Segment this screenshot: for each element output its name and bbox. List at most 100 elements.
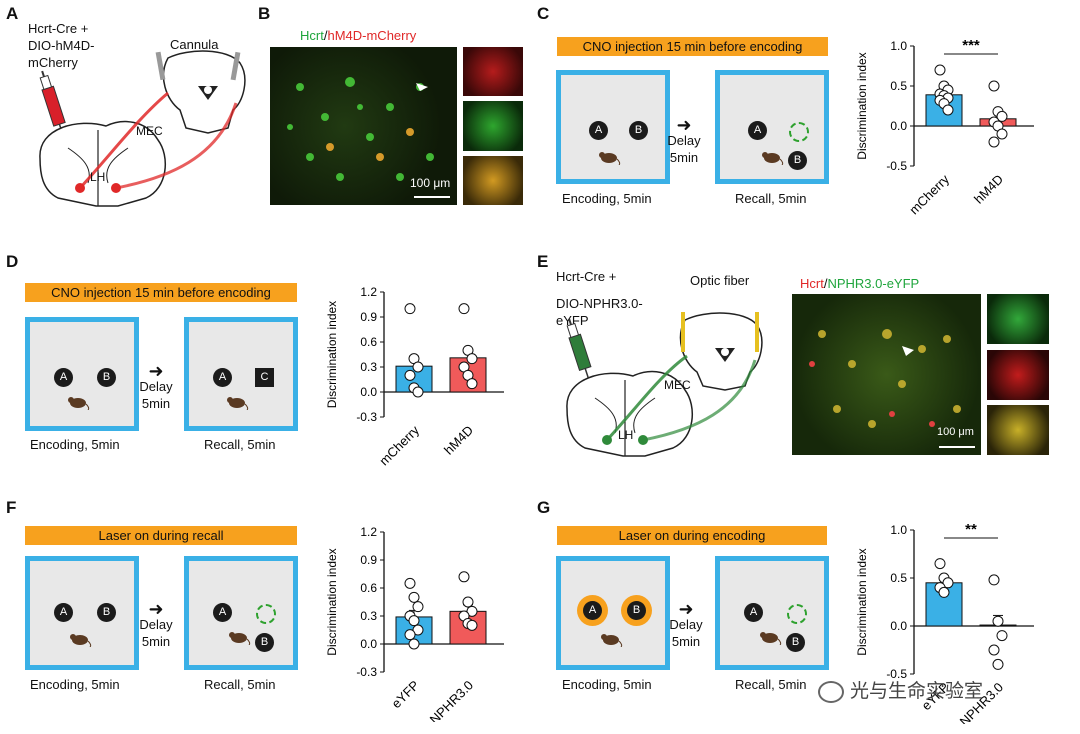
encoding-label: Encoding, 5min bbox=[30, 677, 120, 692]
arena-recall-d: A C bbox=[184, 317, 298, 431]
panel-label-d: D bbox=[6, 252, 19, 271]
y-tick-label: 0.9 bbox=[360, 310, 377, 324]
delay-duration: 5min bbox=[669, 150, 699, 165]
virus-label: Hcrt-Cre + DIO-hM4D- mCherry bbox=[28, 20, 94, 71]
data-point bbox=[996, 110, 1008, 122]
x-tick-label: NPHR3.0 bbox=[427, 678, 476, 722]
delay-label: Delay bbox=[139, 617, 173, 632]
delay-label: Delay bbox=[667, 133, 701, 148]
scale-bar bbox=[939, 446, 975, 448]
y-tick-label: -0.5 bbox=[886, 667, 907, 681]
right-arrow-icon: ➜ bbox=[676, 115, 692, 135]
title-hm4d: hM4D-mCherry bbox=[327, 28, 417, 43]
inset-green bbox=[463, 101, 523, 151]
data-point bbox=[408, 638, 420, 650]
data-point bbox=[466, 605, 478, 617]
data-point bbox=[988, 136, 1000, 148]
optic-fiber-left-icon bbox=[681, 312, 685, 352]
cannula-label: Cannula bbox=[170, 37, 219, 52]
inset-red bbox=[463, 47, 523, 96]
object-b-moved: B bbox=[788, 151, 807, 170]
y-tick-label: 0.5 bbox=[890, 79, 907, 93]
significance-marker: ** bbox=[965, 521, 977, 538]
y-tick-label: 0.0 bbox=[890, 119, 907, 133]
virus-line: Hcrt-Cre + bbox=[556, 269, 617, 284]
arena-encoding-g: A B bbox=[556, 556, 670, 670]
delay-arrow-d: ➜ Delay 5min bbox=[134, 362, 178, 412]
object-b: B bbox=[629, 121, 648, 140]
syringe-icon bbox=[566, 318, 596, 400]
data-point bbox=[458, 303, 470, 315]
recall-label: Recall, 5min bbox=[735, 677, 807, 692]
y-tick-label: 0.9 bbox=[360, 553, 377, 567]
data-point bbox=[992, 658, 1004, 670]
y-tick-label: 0.6 bbox=[360, 581, 377, 595]
data-point bbox=[996, 630, 1008, 642]
object-a: A bbox=[213, 368, 232, 387]
data-point bbox=[412, 361, 424, 373]
delay-label: Delay bbox=[669, 617, 703, 632]
chart-c: Discrimination index1.00.50.0-0.5mCherry… bbox=[855, 37, 1034, 216]
data-point bbox=[466, 353, 478, 365]
x-tick-label: eYFP bbox=[389, 678, 423, 712]
removed-object-icon bbox=[256, 604, 276, 624]
data-point bbox=[462, 596, 474, 608]
panel-label-c: C bbox=[537, 4, 550, 23]
object-a: A bbox=[589, 121, 608, 140]
object-a: A bbox=[54, 368, 73, 387]
virus-line: DIO-NPHR3.0- bbox=[556, 296, 643, 311]
object-b-moved: B bbox=[255, 633, 274, 652]
panel-label-a: A bbox=[6, 4, 19, 23]
micrograph-b bbox=[270, 47, 457, 205]
virus-line: mCherry bbox=[28, 55, 78, 70]
y-tick-label: 1.0 bbox=[890, 523, 907, 537]
title-hcrt: Hcrt bbox=[300, 28, 324, 43]
data-point bbox=[934, 64, 946, 76]
arrowhead-icon bbox=[416, 83, 428, 91]
inset-red bbox=[987, 350, 1049, 400]
arrowhead-icon bbox=[902, 346, 914, 356]
mouse-icon bbox=[760, 632, 782, 645]
panel-label-f: F bbox=[6, 498, 17, 517]
data-point bbox=[404, 629, 416, 641]
brain-schematic-e bbox=[566, 312, 763, 457]
data-point bbox=[458, 571, 470, 583]
right-arrow-icon: ➜ bbox=[678, 599, 694, 619]
scale-bar bbox=[414, 196, 450, 198]
arena-recall-f: A B bbox=[184, 556, 298, 670]
data-point bbox=[466, 378, 478, 390]
delay-label: Delay bbox=[139, 379, 173, 394]
recall-label: Recall, 5min bbox=[735, 191, 807, 206]
object-a: A bbox=[748, 121, 767, 140]
y-tick-label: 0.0 bbox=[890, 619, 907, 633]
mouse-icon bbox=[70, 634, 92, 647]
y-tick-label: 0.0 bbox=[360, 637, 377, 651]
data-point bbox=[996, 128, 1008, 140]
title-hcrt: Hcrt bbox=[800, 276, 824, 291]
micrograph-e bbox=[792, 294, 981, 455]
optic-fiber-label: Optic fiber bbox=[690, 273, 750, 288]
y-tick-label: 0.3 bbox=[360, 609, 377, 623]
virus-line: Hcrt-Cre + bbox=[28, 21, 89, 36]
banner-g: Laser on during encoding bbox=[557, 526, 827, 545]
banner-d: CNO injection 15 min before encoding bbox=[25, 283, 297, 302]
delay-arrow-g: ➜ Delay 5min bbox=[664, 599, 708, 650]
x-tick-label: hM4D bbox=[971, 172, 1006, 207]
virus-line: eYFP bbox=[556, 313, 589, 328]
data-point bbox=[942, 104, 954, 116]
banner-f: Laser on during recall bbox=[25, 526, 297, 545]
y-tick-label: 0.5 bbox=[890, 571, 907, 585]
title-nphr: NPHR3.0-eYFP bbox=[827, 276, 920, 291]
right-arrow-icon: ➜ bbox=[148, 599, 164, 619]
data-point bbox=[412, 386, 424, 398]
data-point bbox=[404, 577, 416, 589]
inset-merge bbox=[463, 156, 523, 205]
panel-label-e: E bbox=[537, 252, 549, 271]
data-point bbox=[992, 615, 1004, 627]
mouse-icon bbox=[762, 152, 784, 165]
y-tick-label: 0.3 bbox=[360, 360, 377, 374]
virus-line: DIO-hM4D- bbox=[28, 38, 95, 53]
x-tick-label: mCherry bbox=[376, 422, 422, 467]
watermark: 光与生命实验室 bbox=[818, 676, 983, 703]
